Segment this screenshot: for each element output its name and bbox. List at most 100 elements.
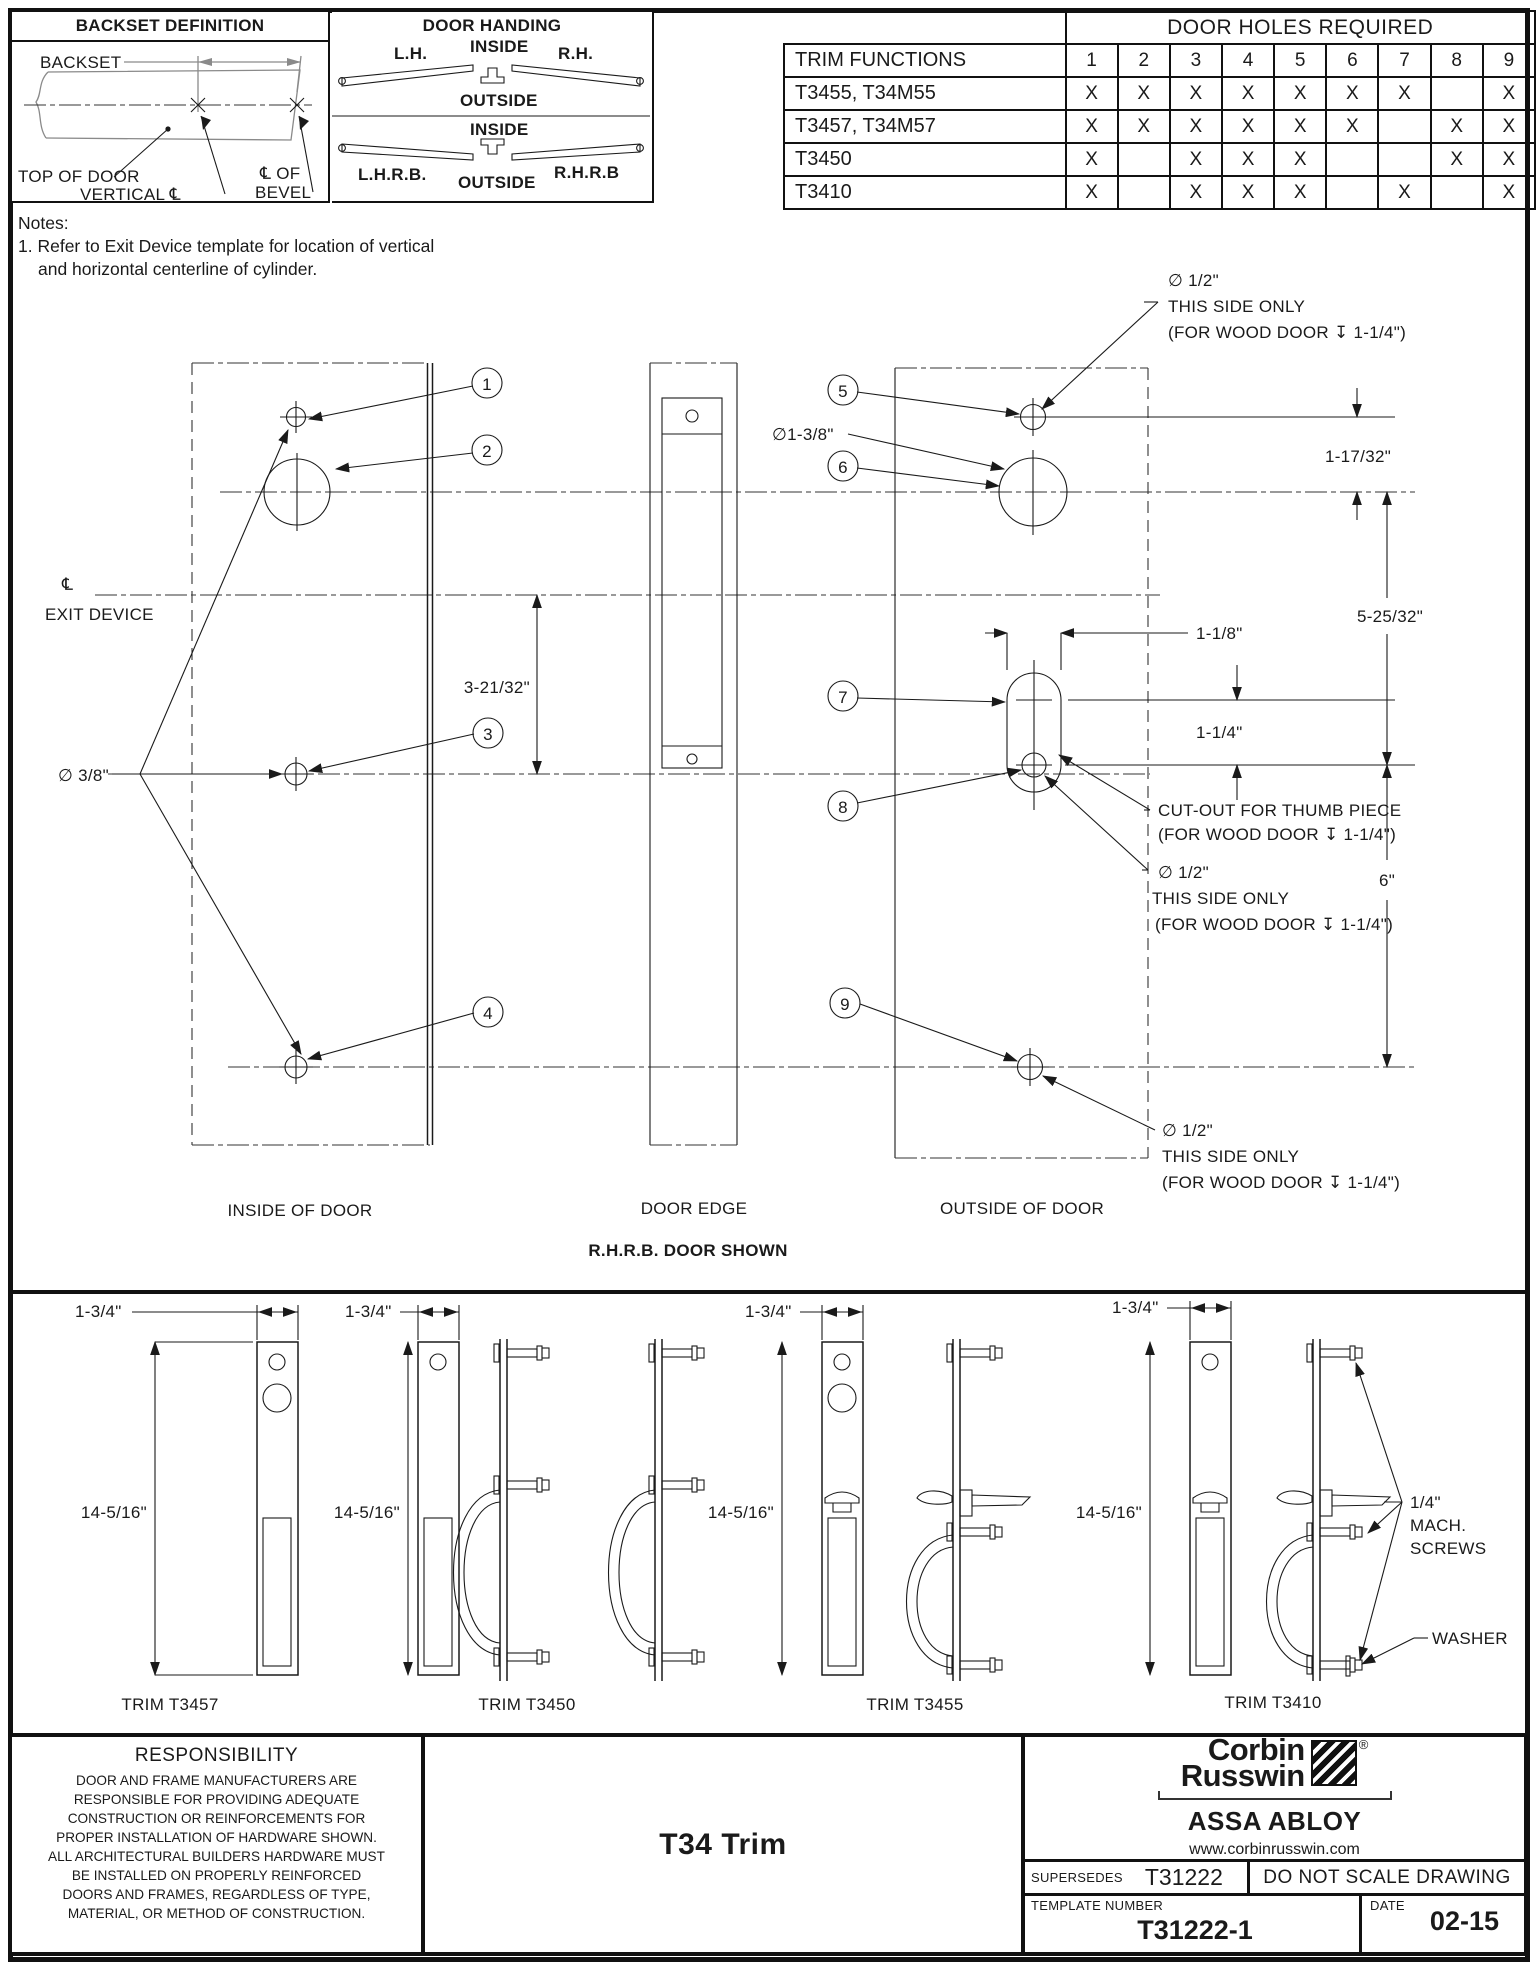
hinge-icon [636, 144, 644, 152]
hole-cell: X [1273, 109, 1328, 144]
table-row: T3450 X X X X X X [783, 142, 1536, 177]
hole-cell: X [1168, 175, 1223, 210]
trim-t3450: 1-3/4" 14-5/16" TRIM T3450 [334, 1302, 705, 1714]
brand-area: Corbin Russwin ® ASSA ABLOY www.corbinru… [1025, 1734, 1524, 1859]
ann-bot-line2: THIS SIDE ONLY [1162, 1147, 1299, 1166]
backset-diagram: BACKSET TOP OF DOOR VERTICAL ℄ ℄ OF BEVE… [18, 53, 314, 204]
callout-9 [829, 987, 861, 1019]
trim-t3410-label: TRIM T3410 [1224, 1693, 1321, 1712]
door-holes-table: DOOR HOLES REQUIRED TRIM FUNCTIONS 1 2 3… [783, 10, 1536, 210]
t3457-front-plate [256, 1341, 299, 1676]
annotation-top: ∅ 1/2" THIS SIDE ONLY (FOR WOOD DOOR ↧ 1… [1168, 271, 1406, 342]
dim-1-17-32: 1-17/32" [1325, 447, 1391, 466]
template-number-label: TEMPLATE NUMBER [1031, 1898, 1164, 1913]
hole-cell: X [1429, 142, 1484, 177]
door-shown-caption: R.H.R.B. DOOR SHOWN [588, 1241, 787, 1260]
col-9: 9 [1481, 43, 1536, 78]
col-2: 2 [1116, 43, 1171, 78]
table-row: T3457, T34M57 X X X X X X X X [783, 109, 1536, 144]
hole-cell: X [1168, 109, 1223, 144]
vertical-cl-label: VERTICAL ℄ [80, 185, 181, 204]
inside-of-door-label: INSIDE OF DOOR [228, 1201, 373, 1220]
callout-1-num: 1 [482, 375, 492, 394]
hole-cell: X [1064, 175, 1119, 210]
ann-top-line3: (FOR WOOD DOOR ↧ 1-1/4") [1168, 323, 1406, 342]
cl-of-bevel-label-1: ℄ OF [259, 164, 300, 183]
washer-label: WASHER [1432, 1629, 1508, 1648]
hole-cell: X [1377, 76, 1432, 111]
backset-box-title: BACKSET DEFINITION [12, 12, 328, 42]
dim-5-25-32: 5-25/32" [1357, 607, 1423, 626]
top-of-door-label: TOP OF DOOR [18, 167, 140, 186]
callout-9-num: 9 [840, 995, 850, 1014]
trim-t3450-label: TRIM T3450 [478, 1695, 575, 1714]
outside-of-door-label: OUTSIDE OF DOOR [940, 1199, 1104, 1218]
mach-screws-line2: MACH. [1410, 1516, 1466, 1535]
cylinder-hole [1201, 1353, 1219, 1371]
date-label: DATE [1370, 1898, 1405, 1913]
table-row: T3455, T34M55 X X X X X X X X [783, 76, 1536, 111]
supersedes-label: SUPERSEDES [1031, 1870, 1123, 1885]
leader-dot [165, 126, 171, 132]
door-break-line [35, 71, 49, 139]
hole-cell: X [1481, 109, 1536, 144]
hole-cell: X [1168, 142, 1223, 177]
dia-1-3-8-label: ∅1-3/8" [772, 425, 834, 444]
supersedes-row: SUPERSEDES T31222 DO NOT SCALE DRAWING [1025, 1859, 1524, 1893]
pull-recess [423, 1517, 453, 1667]
responsibility-line: ALL ARCHITECTURAL BUILDERS HARDWARE MUST [48, 1849, 385, 1864]
backset-definition-box: BACKSET DEFINITION BACKSET TOP OF DOOR [10, 10, 330, 204]
callout-6-num: 6 [838, 458, 848, 477]
assa-abloy-wordmark: ASSA ABLOY [1187, 1806, 1362, 1836]
trim-t3457-label: TRIM T3457 [121, 1695, 218, 1714]
pull-handle [1265, 1534, 1314, 1669]
hole-cell: X [1481, 175, 1536, 210]
ann-top-line2: THIS SIDE ONLY [1168, 297, 1305, 316]
backset-label: BACKSET [40, 53, 121, 72]
hole-cell: X [1064, 142, 1119, 177]
thumb-bar [971, 1494, 1032, 1507]
hole-cell: X [1273, 76, 1328, 111]
inside-door-view [191, 362, 434, 1146]
responsibility-panel: RESPONSIBILITY DOOR AND FRAME MANUFACTUR… [8, 1733, 425, 1956]
exit-device-label: EXIT DEVICE [45, 605, 154, 624]
pull-recess [1195, 1517, 1225, 1667]
rh-door [511, 64, 641, 87]
width-dim-label: 1-3/4" [745, 1302, 792, 1321]
door-handing-box: DOOR HANDING INSIDE L.H. R.H. OUTSIDE IN… [332, 10, 654, 203]
t3410-front-plate [1189, 1341, 1232, 1676]
col-1: 1 [1064, 43, 1119, 78]
rhrb-label: R.H.R.B [554, 163, 619, 182]
section-divider-trims [8, 1290, 1528, 1294]
product-title: T34 Trim [659, 1827, 787, 1861]
cylinder-hole [268, 1353, 286, 1371]
callout-3 [472, 717, 504, 749]
callout-4-num: 4 [483, 1004, 493, 1023]
callout-6 [827, 450, 859, 482]
note-1-cont: and horizontal centerline of cylinder. [38, 259, 318, 279]
x-mark-vertical-cl [190, 97, 206, 113]
cl-of-bevel-label-2: BEVEL [255, 183, 311, 202]
thumb-bar [1331, 1494, 1392, 1507]
cutout-line2: (FOR WOOD DOOR ↧ 1-1/4") [1158, 825, 1396, 844]
logo-bracket [1157, 1791, 1392, 1800]
lhrb-label: L.H.R.B. [358, 165, 427, 184]
template-number-row: TEMPLATE NUMBER T31222-1 DATE 02-15 [1025, 1893, 1524, 1952]
pull-recess [827, 1517, 857, 1667]
cylinder-hole [833, 1353, 851, 1371]
trim-functions-header: TRIM FUNCTIONS [783, 43, 1067, 78]
responsibility-line: BE INSTALLED ON PROPERLY REINFORCED [71, 1868, 362, 1883]
hole-cell [1116, 175, 1171, 210]
hole-cell: X [1481, 142, 1536, 177]
washer [1345, 1655, 1351, 1677]
hinge-icon [338, 77, 346, 85]
annotation-bottom: ∅ 1/2" THIS SIDE ONLY (FOR WOOD DOOR ↧ 1… [1162, 1121, 1400, 1192]
x-mark-bevel-cl [289, 97, 305, 113]
hole-cell [1377, 142, 1432, 177]
dimensions: 3-21/32" 1-17/32" 5-25/32" 1-1/8" 1-1/4"… [464, 388, 1423, 1069]
rh-label: R.H. [558, 44, 593, 63]
callout-8 [827, 790, 859, 822]
hole-cell: X [1220, 109, 1276, 144]
hinge-icon [636, 77, 644, 85]
door-handing-title: DOOR HANDING [422, 16, 562, 35]
